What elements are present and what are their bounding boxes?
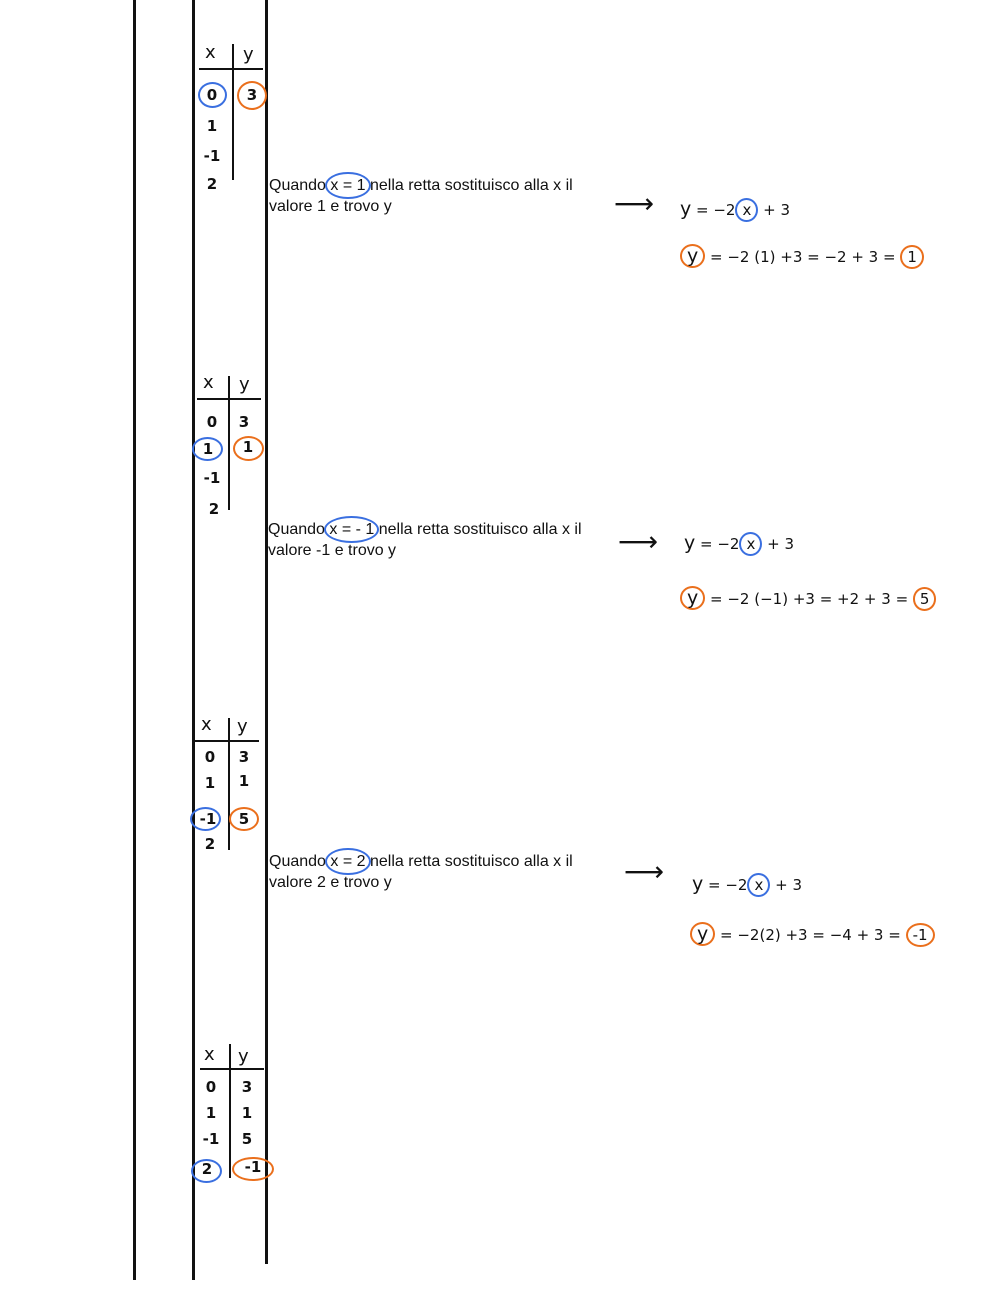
highlighted-x-value: x = - 1 bbox=[329, 521, 375, 538]
y-highlight-circle bbox=[232, 1157, 274, 1181]
table-y-cell: 3 bbox=[238, 748, 250, 766]
table-x-cell: 1 bbox=[206, 117, 218, 135]
table-y-cell: 3 bbox=[241, 1078, 253, 1096]
table-x-cell: 2 bbox=[204, 835, 216, 853]
y-highlight-circle bbox=[237, 81, 267, 110]
right-arrow-icon: ⟶ bbox=[624, 855, 665, 888]
table-rule-vertical bbox=[228, 718, 230, 850]
table-rule-vertical bbox=[228, 376, 230, 510]
table-x-cell: 2 bbox=[208, 500, 220, 518]
y-circle: y bbox=[680, 586, 706, 610]
table-rule-horizontal bbox=[199, 68, 263, 70]
margin-line-middle bbox=[192, 0, 195, 1280]
x-circle: x bbox=[739, 532, 763, 556]
table-y-cell: 3 bbox=[238, 413, 250, 431]
x-circle: x bbox=[747, 873, 771, 897]
table-header-y: y bbox=[239, 374, 250, 395]
table-header-y: y bbox=[237, 716, 248, 737]
table-y-cell: 1 bbox=[238, 772, 250, 790]
step-1-explanation: Quando x = 1 nella retta sostituisco all… bbox=[269, 177, 573, 215]
margin-line-inner bbox=[265, 0, 268, 1264]
table-x-cell: 0 bbox=[205, 1078, 217, 1096]
y-circle: y bbox=[680, 244, 706, 268]
x-highlight-circle bbox=[192, 437, 223, 461]
y-highlight-circle bbox=[229, 807, 259, 831]
table-x-cell: -1 bbox=[202, 1130, 220, 1148]
table-rule-horizontal bbox=[200, 1068, 264, 1070]
right-arrow-icon: ⟶ bbox=[618, 525, 659, 558]
result-circle: -1 bbox=[905, 923, 935, 947]
step-3-explanation: Quando x = 2 nella retta sostituisco all… bbox=[269, 853, 573, 891]
step-1-substitution-line: y = −2 (1) +3 = −2 + 3 = 1 bbox=[680, 244, 924, 269]
table-x-cell: -1 bbox=[203, 147, 221, 165]
table-header-y: y bbox=[243, 44, 254, 65]
result-circle: 5 bbox=[912, 587, 937, 611]
x-highlight-circle bbox=[198, 82, 227, 108]
table-y-cell: 1 bbox=[241, 1104, 253, 1122]
table-rule-vertical bbox=[232, 44, 234, 180]
table-x-cell: 0 bbox=[206, 413, 218, 431]
xy-table-4: x y 0 1 -1 2 3 1 5 -1 bbox=[191, 1042, 276, 1202]
right-arrow-icon: ⟶ bbox=[614, 187, 655, 220]
step-3-substitution-line: y = −2(2) +3 = −4 + 3 = -1 bbox=[690, 922, 935, 947]
xy-table-2: x y 0 1 -1 2 3 1 bbox=[192, 370, 275, 530]
table-header-x: x bbox=[203, 372, 214, 393]
highlighted-x-value: x = 2 bbox=[330, 853, 366, 870]
step-2-substitution-line: y = −2 (−1) +3 = +2 + 3 = 5 bbox=[680, 586, 937, 611]
table-header-y: y bbox=[238, 1046, 249, 1067]
highlighted-x-value: x = 1 bbox=[330, 177, 366, 194]
y-highlight-circle bbox=[233, 436, 264, 461]
table-x-cell: -1 bbox=[203, 469, 221, 487]
step-2-explanation: Quando x = - 1 nella retta sostituisco a… bbox=[268, 521, 582, 559]
y-circle: y bbox=[690, 922, 716, 946]
result-circle: 1 bbox=[900, 245, 924, 269]
x-highlight-circle bbox=[191, 1159, 222, 1183]
table-x-cell: 1 bbox=[204, 774, 216, 792]
table-x-cell: 2 bbox=[206, 175, 218, 193]
margin-line-outer bbox=[133, 0, 136, 1280]
x-highlight-circle bbox=[190, 807, 221, 831]
table-x-cell: 1 bbox=[205, 1104, 217, 1122]
x-circle: x bbox=[735, 198, 759, 222]
table-header-x: x bbox=[205, 42, 216, 63]
xy-table-1: x y 0 1 -1 2 3 bbox=[195, 40, 275, 200]
table-header-x: x bbox=[204, 1044, 215, 1065]
table-y-cell: 5 bbox=[241, 1130, 253, 1148]
table-header-x: x bbox=[201, 714, 212, 735]
table-rule-vertical bbox=[229, 1044, 231, 1178]
table-rule-horizontal bbox=[195, 740, 259, 742]
table-x-cell: 0 bbox=[204, 748, 216, 766]
xy-table-3: x y 0 1 -1 2 3 1 5 bbox=[190, 712, 273, 872]
